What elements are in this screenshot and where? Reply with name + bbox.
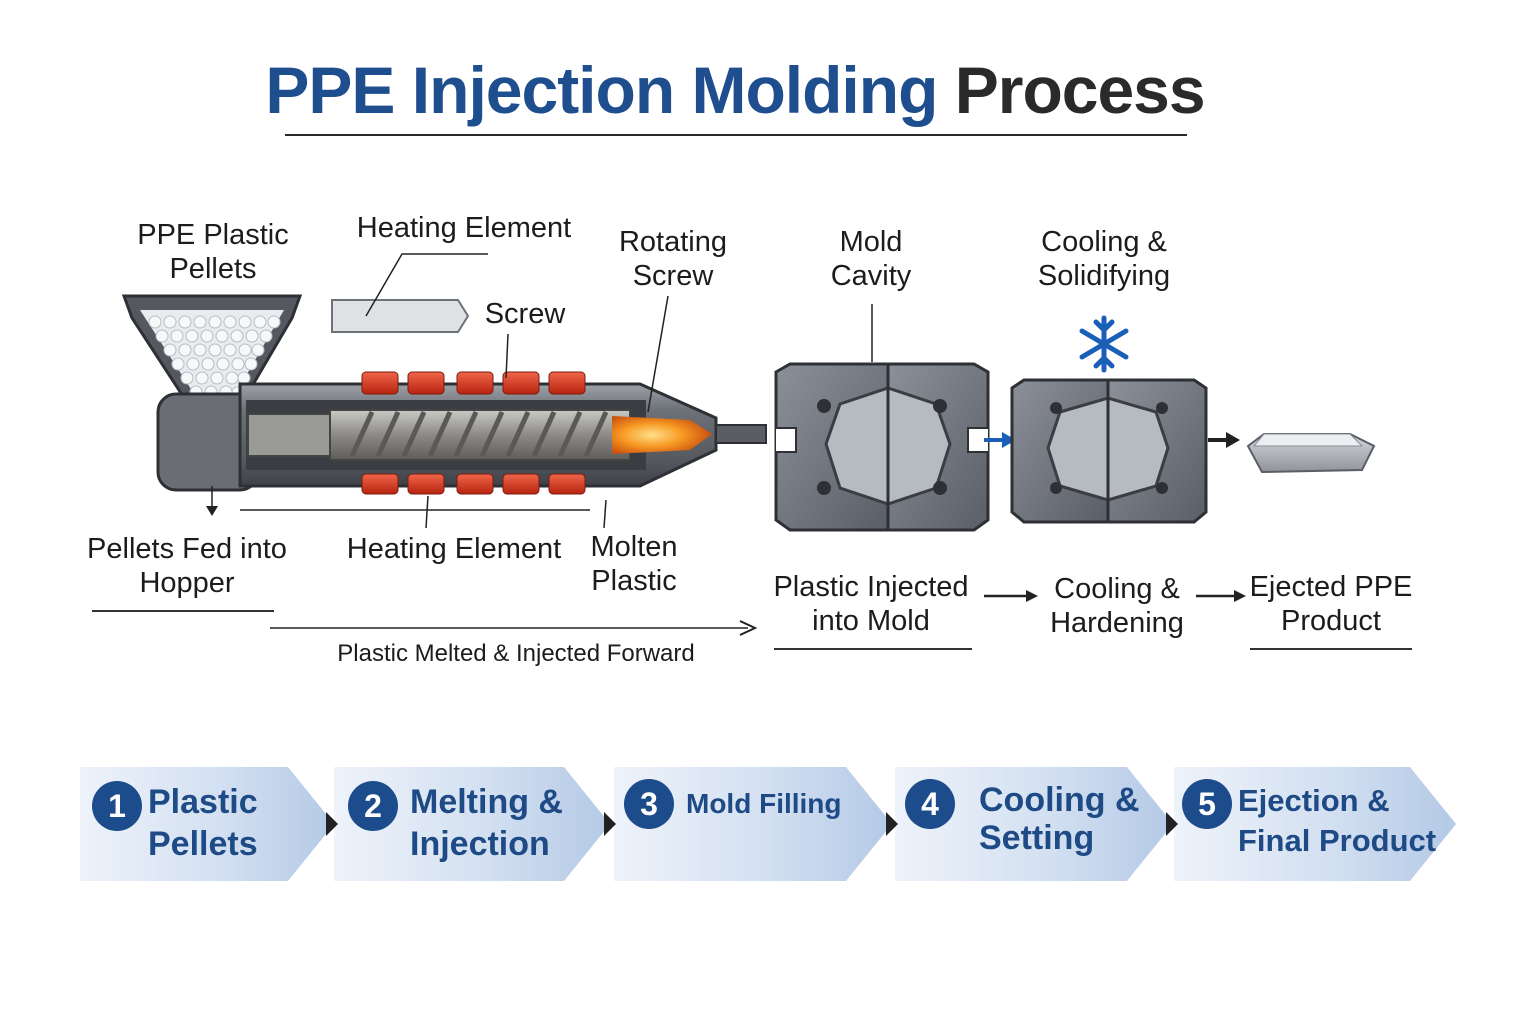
step-number-2: 2 (348, 781, 398, 831)
title-rest: Process (954, 53, 1206, 127)
step-number-3: 3 (624, 779, 674, 829)
ejected-product (1246, 433, 1376, 474)
mold-open (774, 362, 990, 532)
step-number-4: 4 (905, 779, 955, 829)
title-underline (285, 134, 1187, 136)
step-chevron-2 (604, 812, 616, 836)
step-2: 2 Melting & Injection (334, 767, 610, 881)
heating-element-bar (331, 299, 470, 333)
step-chevron-3 (886, 812, 898, 836)
step-label-1: Plastic Pellets (148, 783, 258, 863)
flow-arrows (270, 590, 1246, 636)
label-ppe-pellets: PPE Plastic Pellets (137, 219, 289, 285)
step-label-5: Ejection & Final Product (1238, 783, 1437, 858)
heater-bands-top (361, 371, 586, 395)
label-molten-plastic: Molten Plastic (590, 531, 678, 597)
label-rotating-screw: Rotating Screw (618, 226, 727, 292)
label-heating-element-bottom: Heating Element (346, 533, 562, 565)
snowflake-icon (1079, 315, 1129, 373)
step-4: 4 Cooling & Setting (895, 767, 1173, 881)
step-label-2: Melting & Injection (410, 783, 563, 863)
leader-lines (211, 253, 873, 529)
step-5: 5 Ejection & Final Product (1174, 767, 1456, 881)
label-screw: Screw (484, 298, 566, 330)
step-1: 1 Plastic Pellets (80, 767, 334, 881)
step-chevron-4 (1166, 812, 1178, 836)
screw (247, 409, 631, 461)
page-title: PPE Injection Molding Process (0, 52, 1470, 128)
label-cooling-hardening: Cooling & Hardening (1050, 573, 1184, 639)
feed-arrow-head (206, 506, 218, 516)
label-mold-cavity: Mold Cavity (830, 226, 912, 292)
step-chevron-1 (326, 812, 338, 836)
rule-ejected-product (1250, 648, 1412, 650)
heater-bands-bottom (361, 473, 586, 495)
step-3: 3 Mold Filling (614, 767, 892, 881)
arrow-blue-head (1002, 432, 1016, 448)
label-melted-forward: Plastic Melted & Injected Forward (337, 640, 695, 667)
title-highlight: PPE Injection Molding (265, 53, 938, 127)
step-label-4: Cooling & Setting (979, 781, 1140, 857)
step-number-5: 5 (1182, 779, 1232, 829)
mold-closed (1010, 378, 1208, 524)
label-heating-element-top: Heating Element (356, 212, 572, 244)
label-pellets-fed: Pellets Fed into Hopper (87, 533, 287, 599)
label-plastic-injected: Plastic Injected into Mold (773, 571, 969, 637)
step-number-1: 1 (92, 781, 142, 831)
nozzle (715, 424, 767, 444)
molten-plastic (612, 416, 712, 454)
arrow-dark-head (1226, 432, 1240, 448)
step-label-3: Mold Filling (686, 788, 842, 819)
label-ejected-product: Ejected PPE Product (1249, 571, 1413, 637)
rule-pellets-fed (92, 610, 274, 612)
rule-plastic-injected (774, 648, 972, 650)
label-cooling-solidifying: Cooling & Solidifying (1037, 226, 1171, 292)
